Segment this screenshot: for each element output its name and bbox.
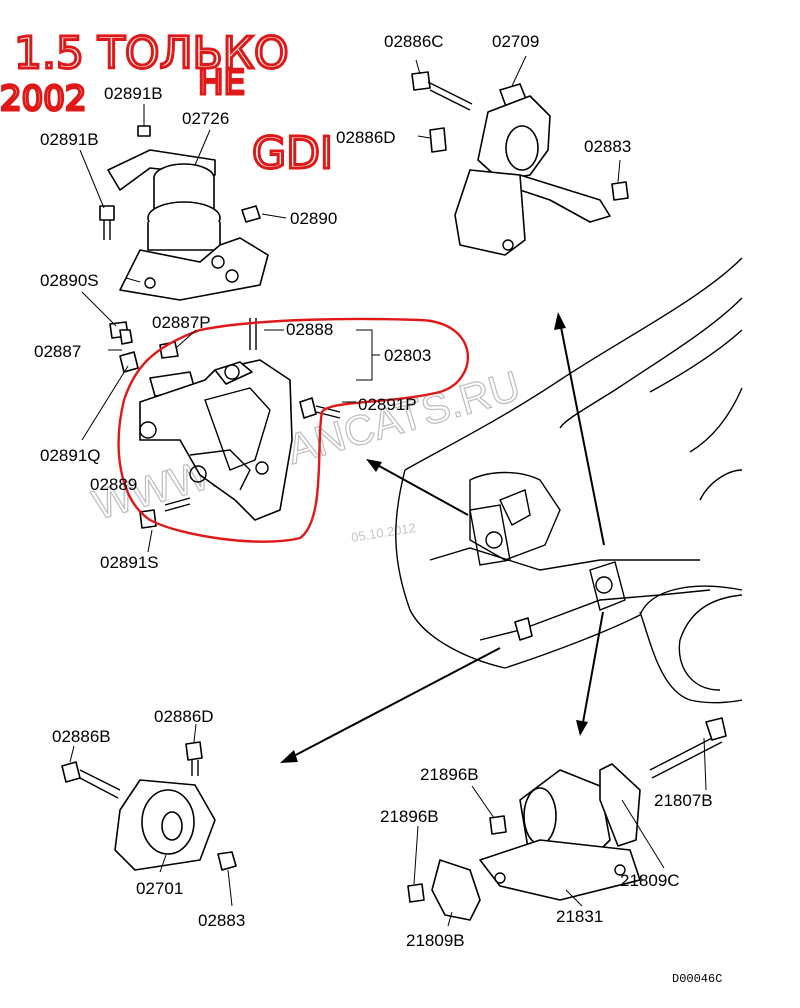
leader-lines: [69, 55, 707, 927]
label-21896b-top: 21896B: [420, 765, 479, 784]
label-02889: 02889: [90, 475, 137, 494]
note-1-5-only: 1.5 ТОЛЬКО: [14, 28, 289, 79]
label-02891p: 02891P: [358, 395, 417, 414]
label-02890s: 02890S: [40, 271, 99, 290]
note-not: НЕ: [198, 63, 245, 103]
mount-21831: [407, 717, 727, 921]
label-02803: 02803: [384, 346, 431, 365]
mount-02709: [411, 71, 629, 256]
label-02887p: 02887P: [152, 313, 211, 332]
label-02886b: 02886B: [52, 727, 111, 746]
red-circle-02803: [117, 317, 470, 543]
label-02886c: 02886C: [384, 32, 444, 51]
label-02886d-bottom: 02886D: [154, 707, 214, 726]
handwritten-notes: 1.5 ТОЛЬКО 2002 НЕ GDI: [0, 27, 334, 181]
mount-02701: [61, 741, 237, 871]
label-02883-bottom: 02883: [198, 911, 245, 930]
label-21807b: 21807B: [654, 791, 713, 810]
label-02891s: 02891S: [100, 553, 159, 572]
date-stamp: 05.10.2012: [350, 520, 417, 545]
label-02891q: 02891Q: [40, 446, 101, 465]
label-21809c: 21809C: [620, 871, 680, 890]
label-02709: 02709: [492, 32, 539, 51]
mount-02726: [99, 125, 269, 339]
label-21896b-mid: 21896B: [380, 807, 439, 826]
label-02887: 02887: [34, 342, 81, 361]
label-02883-top: 02883: [584, 137, 631, 156]
note-gdi: GDI: [252, 128, 333, 179]
part-labels: 02891B 02726 02891B 02890 02890S 02887P …: [34, 32, 713, 950]
pointer-arrows: [280, 312, 605, 763]
label-02890: 02890: [290, 209, 337, 228]
diagram-code: D00046C: [672, 972, 722, 986]
label-21831: 21831: [556, 907, 603, 926]
label-02888: 02888: [286, 320, 333, 339]
label-21809b: 21809B: [406, 931, 465, 950]
bracket-02803: [119, 318, 341, 529]
car-outline: [395, 257, 743, 704]
label-02701: 02701: [136, 879, 183, 898]
label-02886d-top: 02886D: [336, 128, 396, 147]
note-year: 2002: [0, 79, 87, 119]
label-02891b-top: 02891B: [104, 84, 163, 103]
label-02726: 02726: [182, 109, 229, 128]
label-02891b-left: 02891B: [40, 130, 99, 149]
